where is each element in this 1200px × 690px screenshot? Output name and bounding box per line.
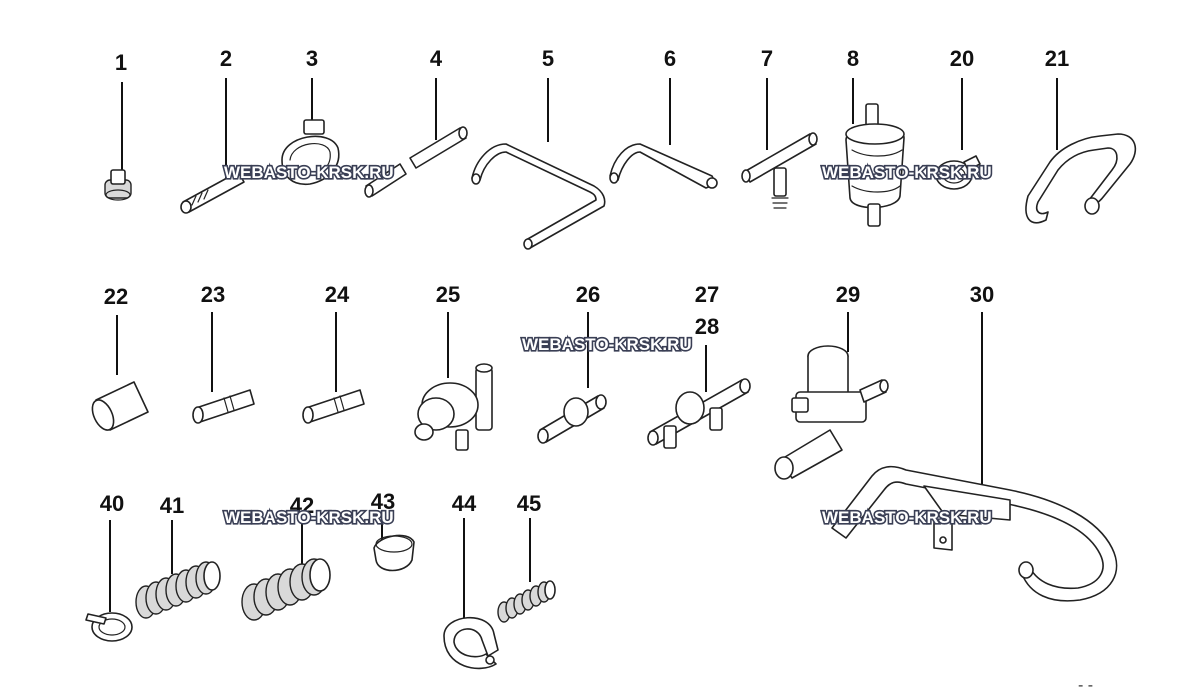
part-43-sleeve <box>373 518 415 572</box>
part-22-sleeve <box>91 315 149 431</box>
callout-44: 44 <box>452 491 477 516</box>
watermark-3: WEBASTO-KRSK.RU <box>522 335 692 354</box>
callout-3: 3 <box>306 46 318 71</box>
callout-30: 30 <box>970 282 994 307</box>
callout-1: 1 <box>115 50 127 75</box>
corner-mark: - - <box>1078 677 1093 690</box>
callout-22: 22 <box>104 284 128 309</box>
part-25-valve <box>414 312 493 451</box>
part-30-pipe-bracket <box>831 312 1118 602</box>
part-21-hose <box>1025 78 1137 224</box>
part-5-bent-pipe <box>471 78 606 250</box>
callout-6: 6 <box>664 46 676 71</box>
callout-29: 29 <box>836 282 860 307</box>
callout-41: 41 <box>160 493 184 518</box>
part-20-clamp <box>935 78 981 190</box>
callout-2: 2 <box>220 46 232 71</box>
part-42-corrugated-hose <box>241 520 331 621</box>
part-7-t-connector <box>741 78 818 209</box>
part-26-inline-valve <box>537 312 607 444</box>
callout-20: 20 <box>950 46 974 71</box>
part-44-p-clip <box>443 518 499 670</box>
part-1-clamp <box>104 82 132 201</box>
part-27-28-t-valve <box>647 345 751 449</box>
callout-42: 42 <box>290 493 314 518</box>
part-2-tube <box>180 78 245 214</box>
callout-45: 45 <box>517 491 541 516</box>
callout-8: 8 <box>847 46 859 71</box>
part-8-filter <box>845 78 905 227</box>
callout-23: 23 <box>201 282 225 307</box>
part-41-corrugated-hose <box>135 520 221 619</box>
callout-7: 7 <box>761 46 773 71</box>
callout-4: 4 <box>430 46 443 71</box>
callout-28: 28 <box>695 314 719 339</box>
callout-25: 25 <box>436 282 460 307</box>
callout-26: 26 <box>576 282 600 307</box>
watermark-4: WEBASTO-KRSK.RU <box>224 508 394 527</box>
callout-21: 21 <box>1045 46 1069 71</box>
part-6-bent-pipe <box>609 78 718 189</box>
part-3-band-clamp <box>281 78 340 185</box>
watermark-1: WEBASTO-KRSK.RU <box>224 163 394 182</box>
callout-40: 40 <box>100 491 124 516</box>
watermark-5: WEBASTO-KRSK.RU <box>822 508 992 527</box>
callout-5: 5 <box>542 46 554 71</box>
callout-43: 43 <box>371 489 395 514</box>
watermark-2: WEBASTO-KRSK.RU <box>822 163 992 182</box>
part-24-joining-pipe <box>302 312 365 424</box>
part-23-joining-pipe <box>192 312 255 424</box>
part-29-solenoid-valve <box>774 312 889 480</box>
part-40-hose-clamp <box>85 520 133 642</box>
callout-27: 27 <box>695 282 719 307</box>
part-45-spring <box>497 518 556 623</box>
callout-24: 24 <box>325 282 350 307</box>
part-4-tubes <box>364 78 468 198</box>
